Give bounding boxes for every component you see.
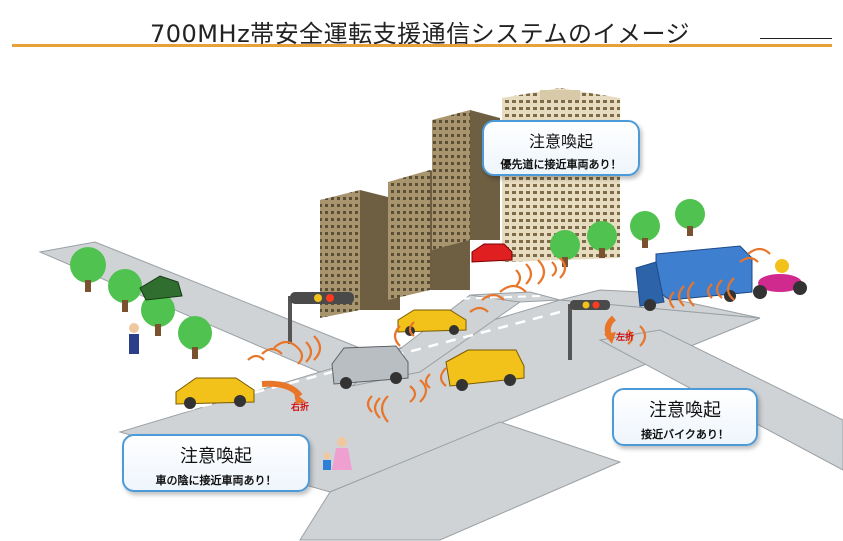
callout-hidden-vehicle: 注意喚起 車の陰に接近車両あり！ xyxy=(122,434,310,492)
taxi-left xyxy=(175,377,255,409)
red-car xyxy=(471,243,513,263)
traffic-light-icon xyxy=(288,292,610,360)
pedestrian-icon xyxy=(129,323,352,470)
motorcycle-icon xyxy=(753,259,807,299)
callout-heading: 注意喚起 xyxy=(180,446,252,467)
callout-message: 車の陰に接近車両あり！ xyxy=(155,474,277,487)
turn-arrows xyxy=(261,315,617,404)
tree-icon xyxy=(70,199,705,359)
silver-van xyxy=(331,345,409,389)
callout-heading: 注意喚起 xyxy=(528,132,593,151)
yellow-van xyxy=(445,349,525,391)
title-blank-line xyxy=(760,38,832,39)
callout-message: 優先道に接近車両あり！ xyxy=(500,158,622,171)
delivery-truck xyxy=(635,245,753,311)
title-underline xyxy=(12,44,832,47)
green-car xyxy=(139,275,183,301)
right-turn-label: 右折 xyxy=(291,403,310,413)
radio-waves xyxy=(247,247,771,423)
page-title: 700MHz帯安全運転支援通信システムのイメージ xyxy=(150,20,690,48)
callout-motorbike: 注意喚起 接近バイクあり！ xyxy=(612,388,758,446)
callout-message: 接近バイクあり！ xyxy=(641,428,729,441)
callout-priority-road: 注意喚起 優先道に接近車両あり！ xyxy=(482,120,640,176)
left-turn-label: 左折 xyxy=(616,333,635,343)
callout-heading: 注意喚起 xyxy=(649,400,721,421)
